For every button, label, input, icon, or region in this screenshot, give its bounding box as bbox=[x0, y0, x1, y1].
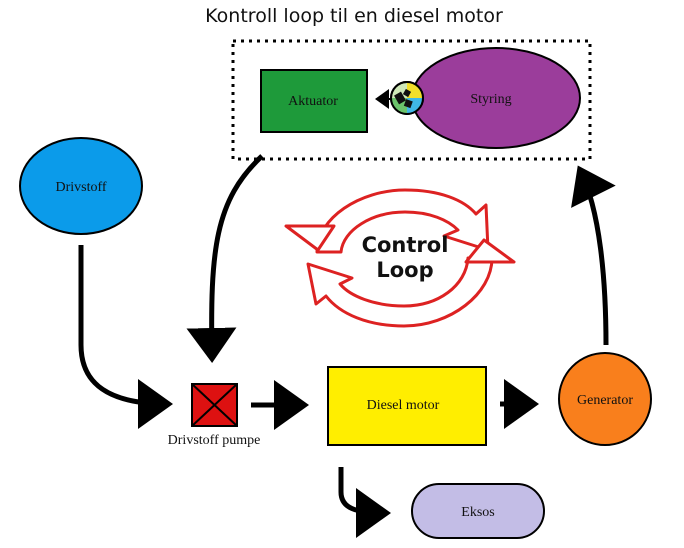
arrow-aktuator-to-pump bbox=[186, 154, 264, 363]
eksos-node bbox=[411, 483, 545, 539]
arrow-drivstoff-to-pump bbox=[78, 245, 173, 429]
controller-boundary bbox=[231, 39, 592, 161]
diesel-motor-node bbox=[327, 366, 487, 446]
aktuator-label: Aktuator bbox=[288, 94, 338, 109]
arrow-diesel-to-eksos bbox=[338, 467, 391, 538]
drivstoff-label: Drivstoff bbox=[55, 180, 106, 195]
eksos-label: Eksos bbox=[461, 505, 494, 520]
pump-label: Drivstoff pumpe bbox=[168, 433, 261, 448]
drivstoff-node bbox=[19, 137, 143, 235]
generator-label: Generator bbox=[577, 393, 633, 408]
control-loop-arrows bbox=[284, 188, 516, 328]
aktuator-node bbox=[260, 69, 368, 133]
control-loop-label-line2: Loop bbox=[376, 258, 433, 282]
styring-label: Styring bbox=[470, 92, 511, 107]
diagram-title: Kontroll loop til en diesel motor bbox=[205, 5, 503, 27]
arrow-generator-to-styring bbox=[571, 165, 616, 346]
generator-node bbox=[558, 352, 652, 446]
diesel-motor-label: Diesel motor bbox=[367, 398, 440, 413]
sensor-icon bbox=[390, 81, 424, 115]
pump-x-icon bbox=[191, 383, 238, 427]
control-loop-label-line1: Control bbox=[362, 233, 449, 257]
